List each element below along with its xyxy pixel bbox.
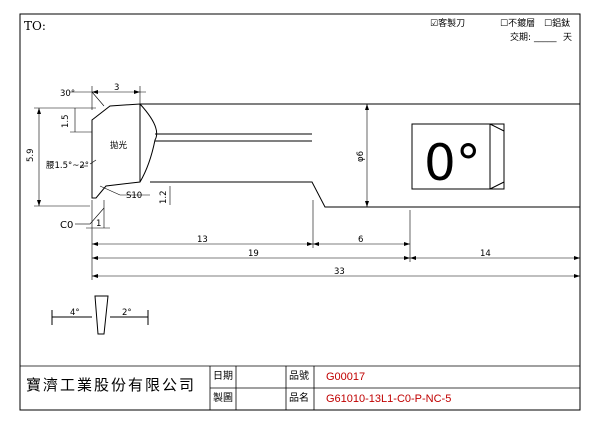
delivery-unit: 天: [563, 33, 573, 43]
dim-1: 1: [96, 219, 101, 229]
dim-4deg: 4°: [70, 308, 80, 318]
part-name-value: G61010-13L1-C0-P-NC-5: [326, 393, 452, 405]
dim-6: 6: [358, 235, 363, 245]
date-label: 日期: [213, 371, 233, 382]
no-coating-checkbox[interactable]: ☐不鍍層: [500, 19, 536, 29]
dim-19: 19: [248, 249, 259, 259]
company-name: 寶濟工業股份有限公司: [26, 376, 197, 394]
part-name-label: 品名: [289, 393, 309, 404]
altin-checkbox[interactable]: ☐鋁鈦: [544, 19, 571, 29]
dimension-text: 30° 3 1.5 5.9 腰1.5°~2° 拋光 S10 C0 1 1.2 φ…: [26, 83, 491, 318]
cross-section-view: [51, 295, 149, 335]
dim-30deg: 30°: [60, 89, 75, 99]
tool-body: [91, 103, 581, 208]
dim-5-9: 5.9: [26, 148, 36, 162]
drawn-by-label: 製圖: [213, 393, 233, 404]
dim-33: 33: [334, 267, 345, 277]
dim-3: 3: [114, 83, 119, 93]
custom-tool-checkbox[interactable]: ☑客製刀: [430, 19, 466, 29]
mark-0deg: 0°: [424, 134, 481, 192]
part-no-label: 品號: [289, 371, 309, 382]
delivery-blank[interactable]: _____: [534, 33, 557, 43]
delivery-label: 交期:: [510, 33, 532, 43]
dim-phi6: φ6: [356, 151, 366, 162]
to-label: TO:: [24, 19, 46, 33]
note-polish: 拋光: [110, 140, 128, 151]
dim-13: 13: [197, 235, 208, 245]
dim-c0: C0: [60, 220, 73, 231]
dim-1-2: 1.2: [159, 190, 169, 204]
arrowheads: [37, 90, 580, 278]
part-no-value: G00017: [326, 371, 366, 383]
dim-s10: S10: [126, 191, 142, 201]
dim-2deg: 2°: [122, 308, 132, 318]
dim-14: 14: [480, 249, 491, 259]
dim-1-5: 1.5: [61, 114, 71, 128]
note-back-angle: 腰1.5°~2°: [46, 161, 89, 171]
title-block-grid: [20, 365, 580, 411]
dimension-lines: [34, 86, 580, 280]
